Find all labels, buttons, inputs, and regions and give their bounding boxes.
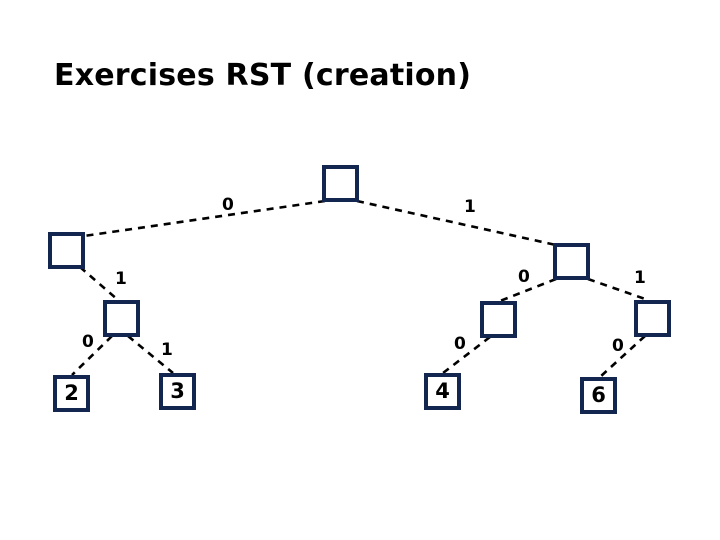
edge-bit-label: 0 <box>518 267 530 287</box>
edge-bit-label: 1 <box>464 197 476 217</box>
tree-edge <box>71 335 113 376</box>
tree-edge <box>499 277 557 303</box>
edge-bit-label: 0 <box>612 336 624 356</box>
tree-leaf-node[interactable]: 6 <box>580 377 617 414</box>
tree-leaf-node[interactable]: 4 <box>424 373 461 410</box>
edge-bit-label: 1 <box>634 268 646 288</box>
tree-internal-node[interactable] <box>480 301 517 338</box>
tree-edge <box>442 335 491 375</box>
edge-bit-label: 0 <box>454 334 466 354</box>
tree-edge <box>127 334 174 375</box>
tree-edge <box>356 199 557 247</box>
tree-edge <box>599 335 646 378</box>
tree-edge <box>79 266 119 301</box>
tree-internal-node[interactable] <box>48 232 85 269</box>
tree-leaf-node[interactable]: 3 <box>159 373 196 410</box>
page-title: Exercises RST (creation) <box>54 58 472 93</box>
tree-internal-node[interactable] <box>322 165 359 202</box>
edge-bit-label: 1 <box>115 269 127 289</box>
tree-edge <box>587 277 649 302</box>
tree-internal-node[interactable] <box>553 243 590 280</box>
tree-edge <box>83 199 326 238</box>
tree-internal-node[interactable] <box>103 300 140 337</box>
tree-internal-node[interactable] <box>634 300 671 337</box>
edge-bit-label: 0 <box>82 332 94 352</box>
edge-bit-label: 0 <box>222 195 234 215</box>
edge-lines <box>71 199 649 378</box>
edge-bit-label: 1 <box>161 340 173 360</box>
tree-leaf-node[interactable]: 2 <box>53 375 90 412</box>
